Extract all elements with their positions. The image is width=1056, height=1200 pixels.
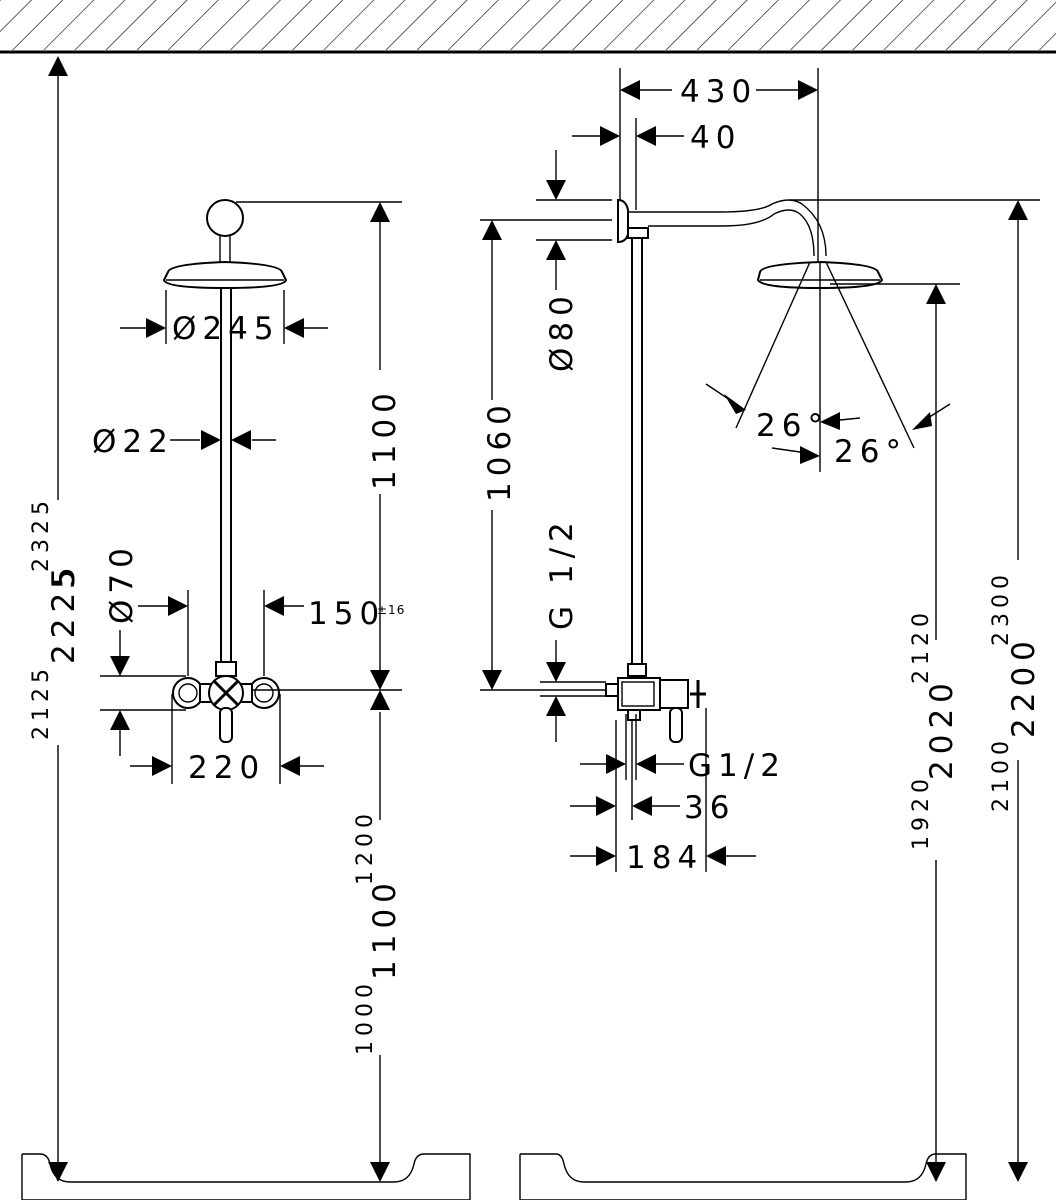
floor-left [21, 1153, 471, 1200]
shower-arm-side [628, 199, 827, 257]
spray-angle-1-label: 26° [756, 408, 829, 444]
outlet-height-max: 1200 [353, 809, 378, 885]
valve-side [605, 663, 706, 743]
arm-height-label: 2200 [1006, 635, 1042, 738]
valve-front [172, 661, 280, 743]
overall-height-label: 2225 [46, 561, 82, 664]
wall-bracket-front [206, 199, 244, 237]
side-view: 26° 26° 430 40 Ø80 1060 [480, 68, 1042, 1182]
arm-height-min: 2100 [989, 736, 1014, 812]
ceiling [0, 0, 1056, 54]
wall-flange-side [617, 198, 629, 244]
riser-pipe-side [631, 237, 643, 667]
floor-right [519, 1153, 967, 1200]
wall-flange-diameter-label: Ø80 [544, 290, 580, 372]
overall-height-min: 2125 [29, 664, 54, 740]
outlet-height-min: 1000 [353, 979, 378, 1055]
overall-height-max: 2325 [29, 496, 54, 572]
valve-depth-label: 184 [626, 840, 703, 876]
shower-head-front [162, 260, 288, 290]
head-height-max: 2120 [909, 608, 934, 684]
wall-offset-label: 40 [690, 120, 741, 156]
connection-thread-label: G 1/2 [544, 516, 580, 630]
centre-spacing-tolerance: ±16 [377, 603, 405, 617]
arm-projection-label: 430 [680, 74, 757, 110]
inlet-offset-label: 36 [684, 790, 735, 826]
head-height-min: 1920 [909, 774, 934, 850]
valve-width-label: 220 [188, 750, 265, 786]
outlet-height-label: 1100 [367, 877, 403, 980]
flange-diameter-label: Ø70 [104, 542, 140, 624]
overall-height-sub: 5 [46, 563, 82, 589]
spray-angle-2-label: 26° [834, 434, 907, 470]
front-view: Ø245 Ø22 1100 150 ±16 Ø70 [29, 56, 405, 1182]
arm-to-outlet-label: 1100 [367, 387, 403, 490]
pipe-diameter-label: Ø22 [92, 424, 174, 460]
thread-inlet-label: G1/2 [688, 748, 786, 784]
head-diameter-label: Ø245 [172, 311, 280, 347]
riser-length-label: 1060 [482, 399, 518, 502]
arm-height-max: 2300 [989, 570, 1014, 646]
centre-spacing-label: 150 [308, 596, 385, 632]
head-height-label: 2020 [924, 677, 960, 780]
